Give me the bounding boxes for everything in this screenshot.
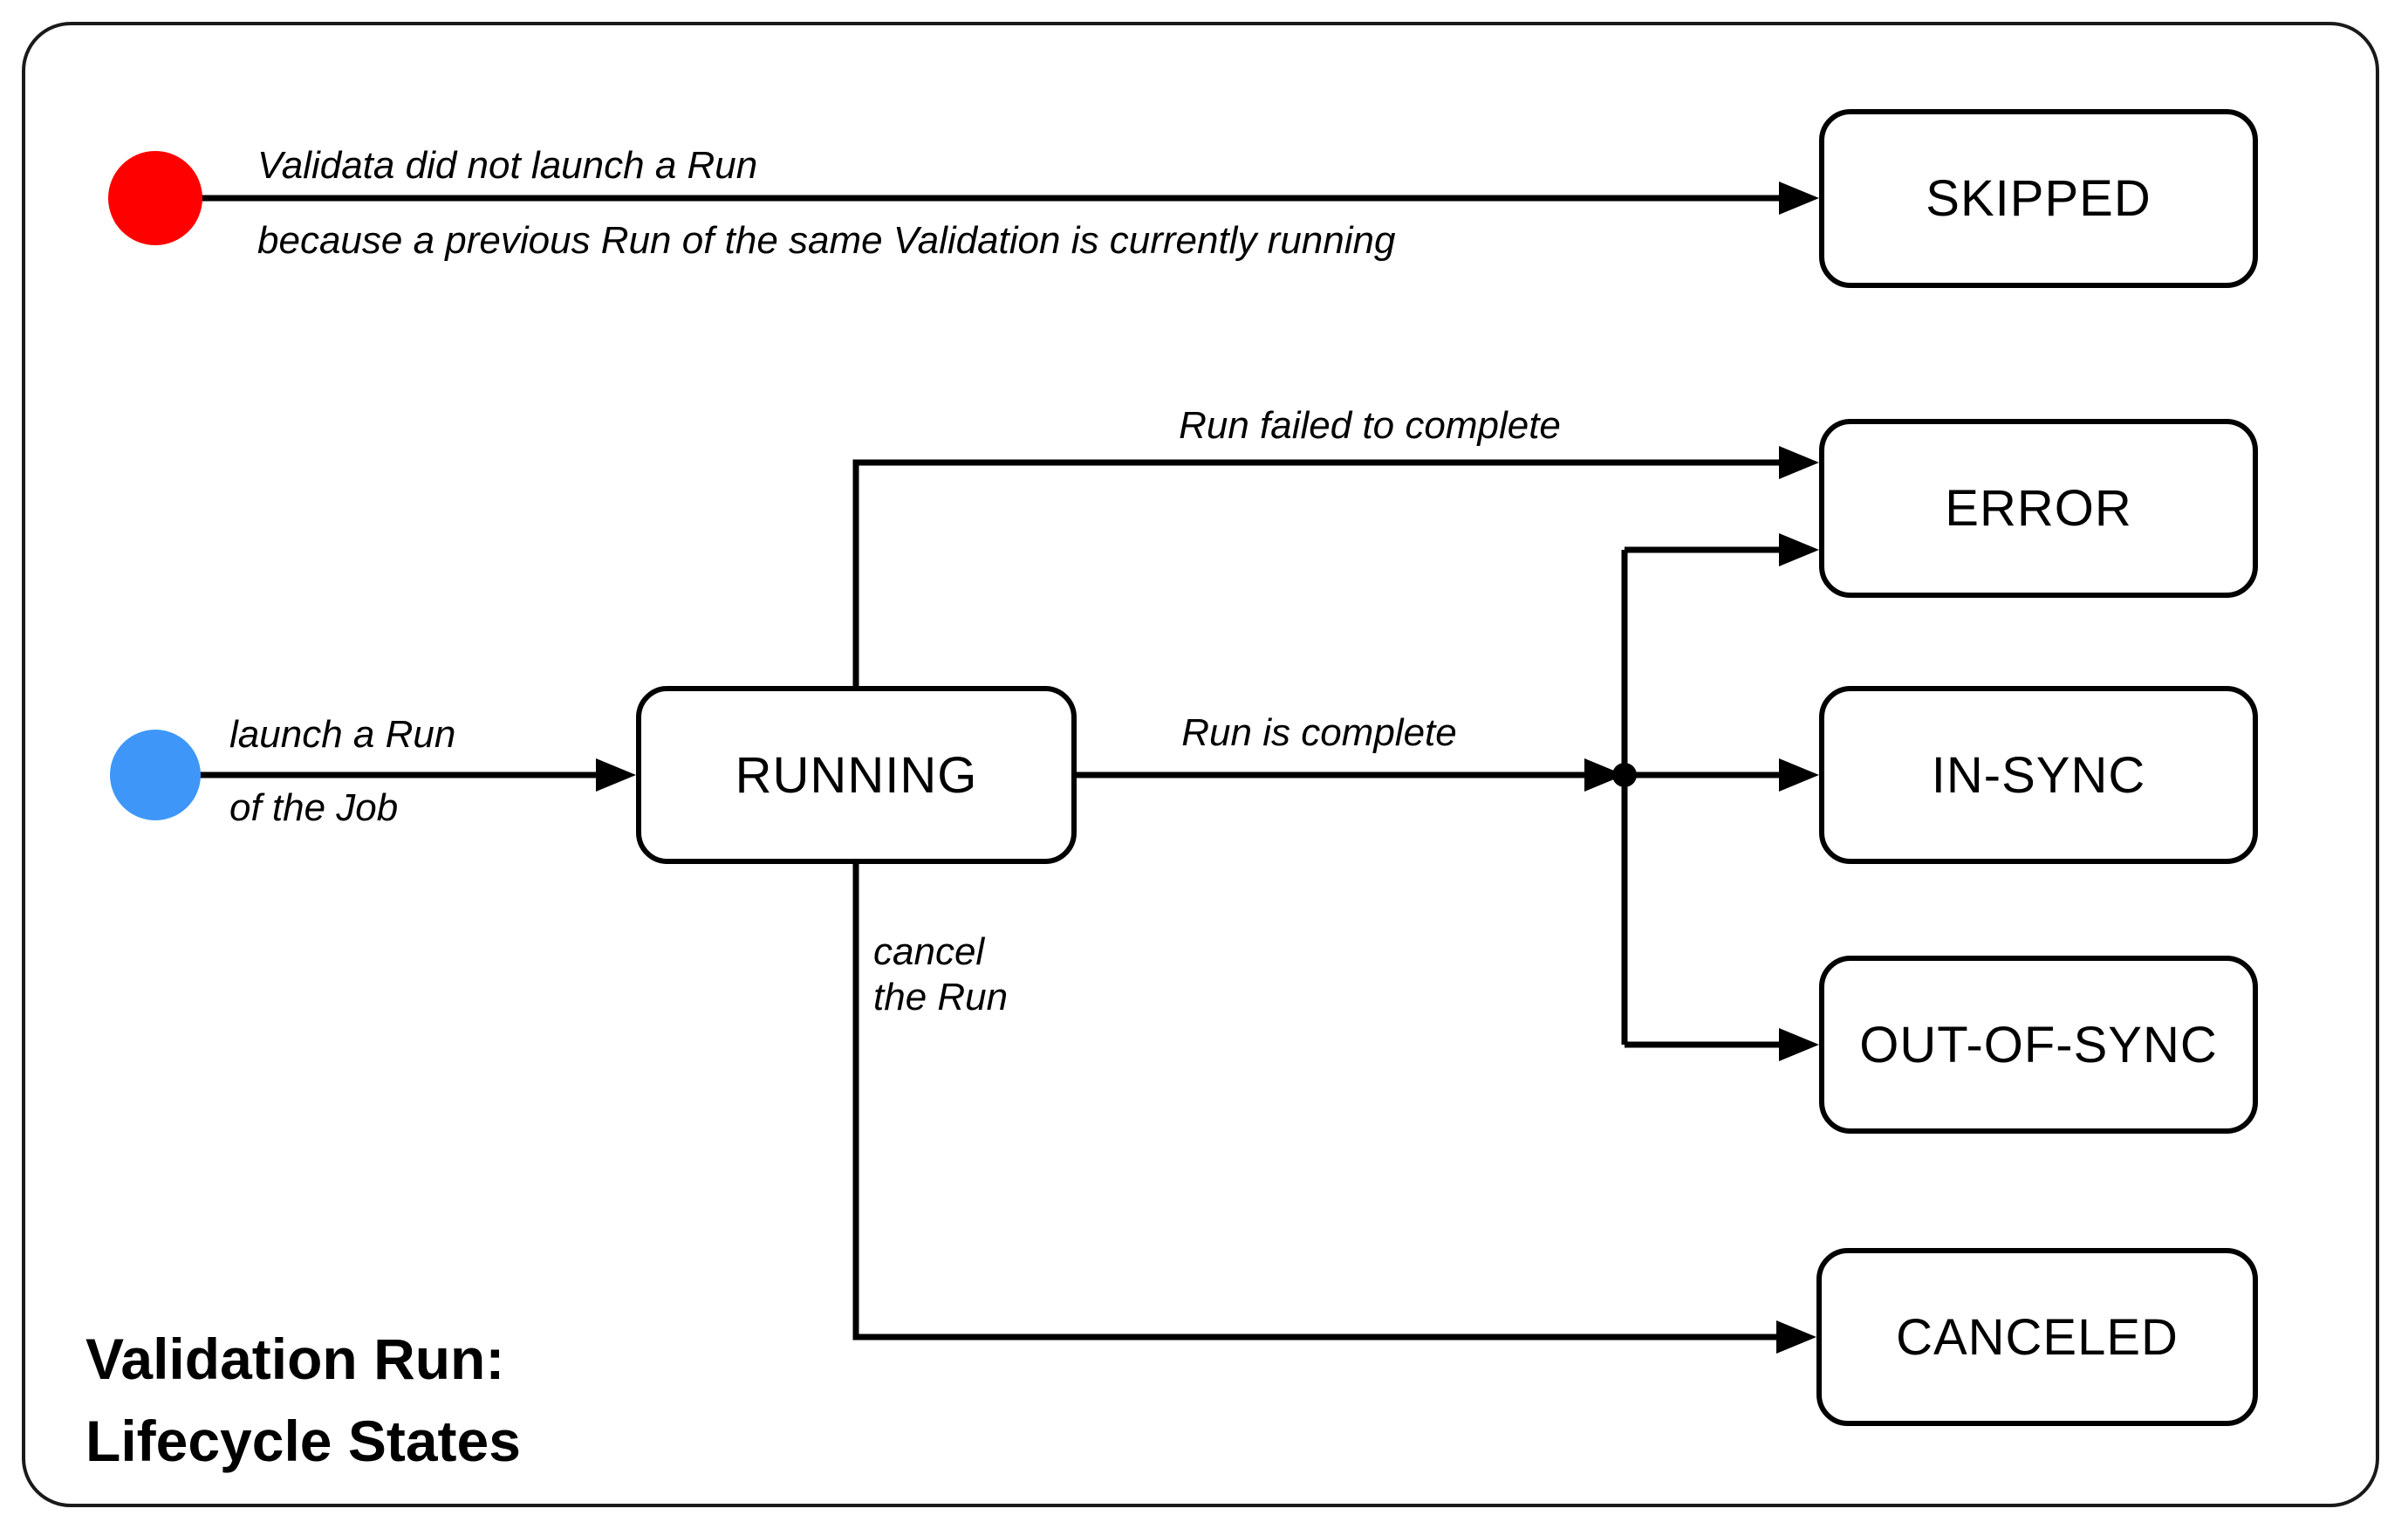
arrowhead-canceled-icon	[1776, 1320, 1816, 1354]
diagram-title-line1: Validation Run:	[86, 1327, 505, 1391]
state-label-error: ERROR	[1945, 480, 2132, 537]
state-label-canceled: CANCELED	[1896, 1308, 2179, 1366]
note-launch-line2: of the Job	[229, 786, 399, 829]
note-run-complete: Run is complete	[1181, 711, 1457, 754]
state-label-skipped: SKIPPED	[1926, 170, 2151, 227]
arrowhead-error-bottom-icon	[1779, 533, 1819, 566]
arrowhead-skipped-icon	[1779, 182, 1819, 215]
edge-run-failed-to-error	[852, 459, 1784, 686]
arrowhead-error-top-icon	[1779, 446, 1819, 479]
arrowhead-in-sync-icon	[1779, 758, 1819, 792]
edge-cancel-to-canceled	[852, 864, 1782, 1341]
note-skipped-reason-line1: Validata did not launch a Run	[257, 144, 758, 187]
note-run-failed: Run failed to complete	[1179, 404, 1561, 447]
start-marker-running-icon	[110, 730, 201, 820]
state-box-canceled: CANCELED	[1816, 1248, 2258, 1426]
arrowhead-junction-icon	[1584, 758, 1625, 792]
state-label-running: RUNNING	[735, 746, 978, 804]
state-label-in-sync: IN-SYNC	[1931, 746, 2146, 804]
state-box-out-of-sync: OUT-OF-SYNC	[1819, 956, 2258, 1134]
state-label-out-of-sync: OUT-OF-SYNC	[1859, 1016, 2218, 1073]
diagram-title: Validation Run: Lifecycle States	[86, 1318, 521, 1482]
note-launch-line1: launch a Run	[229, 713, 456, 756]
note-skipped-reason-line2: because a previous Run of the same Valid…	[257, 219, 1396, 262]
state-box-in-sync: IN-SYNC	[1819, 686, 2258, 864]
note-cancel-line2: the Run	[873, 976, 1009, 1018]
note-cancel: cancel the Run	[873, 929, 1008, 1020]
state-box-error: ERROR	[1819, 419, 2258, 598]
arrowhead-running-icon	[596, 758, 636, 792]
arrowhead-out-of-sync-icon	[1779, 1028, 1819, 1061]
state-box-skipped: SKIPPED	[1819, 109, 2258, 288]
diagram-title-line2: Lifecycle States	[86, 1409, 521, 1473]
note-cancel-line1: cancel	[873, 930, 985, 973]
state-box-running: RUNNING	[636, 686, 1077, 864]
start-marker-skipped-icon	[108, 151, 202, 245]
